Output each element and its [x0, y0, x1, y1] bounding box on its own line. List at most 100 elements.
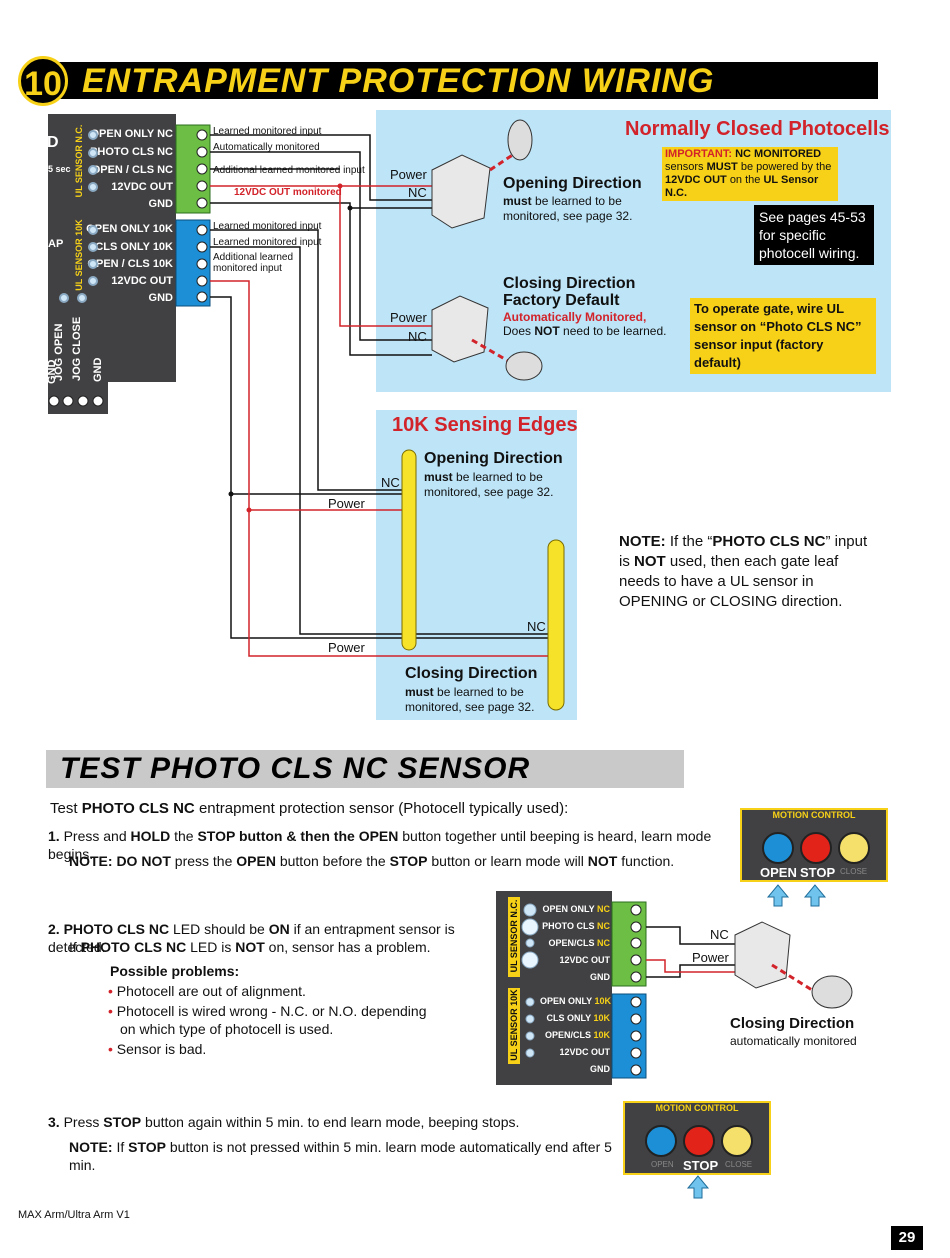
terminal-open-only-nc: OPEN ONLY NC [90, 128, 173, 140]
closing-auto-monitored: Automatically Monitored, [503, 310, 647, 324]
problem-2: • Photocell is wired wrong - N.C. or N.O… [108, 1002, 440, 1038]
wire-note-learned-1: Learned monitored input [213, 126, 322, 137]
problem-2-text: Photocell is wired wrong - N.C. or N.O. … [116, 1003, 427, 1037]
wire-note-additional-2: Additional learned monitored input [213, 252, 294, 274]
small-nc-row-name: OPEN ONLY [542, 904, 595, 914]
closing-not-learned: Does NOT need to be learned. [503, 324, 666, 339]
terminal-gnd-2: GND [148, 292, 173, 304]
side-note-t1: If the “ [669, 533, 713, 550]
small-10k-row-suffix: 10K [593, 1013, 610, 1023]
note-3-stop: STOP [128, 1139, 166, 1155]
open-button-2[interactable] [645, 1125, 677, 1157]
step-2-d: LED is [190, 939, 232, 955]
section-header: 10 ENTRAPMENT PROTECTION WIRING [18, 56, 878, 106]
close-label-1: CLOSE [840, 867, 868, 876]
step-2-on: ON [268, 921, 290, 937]
edge-opening-text: must be learned to be monitored, see pag… [424, 470, 564, 500]
note-1-b: button before the [279, 853, 386, 869]
step-1: 1. Press and HOLD the STOP button & then… [48, 827, 738, 863]
wire-note-learned-3: Learned monitored input [213, 237, 322, 248]
terminal-12vdc-out: 12VDC OUT [111, 181, 173, 193]
step-2-not: NOT [235, 939, 265, 955]
led-cls-only-10k [88, 242, 98, 252]
edge-nc-label-2: NC [527, 619, 546, 634]
stop-button-2[interactable] [683, 1125, 715, 1157]
important-nc-monitored: NC MONITORED [735, 148, 822, 160]
nc-label-2: NC [408, 329, 427, 344]
note-1-label: NOTE: DO NOT [69, 853, 171, 869]
reflector-closing [505, 351, 543, 381]
photocell-opening [431, 154, 491, 229]
power-label-2: Power [390, 310, 427, 325]
step-3-number: 3. [48, 1114, 60, 1130]
important-on-the: on the [729, 174, 761, 186]
small-closing-sub: automatically monitored [730, 1034, 857, 1048]
test-intro-2: entrapment protection sensor (Photocell … [198, 800, 569, 817]
small-10k-row-4: 12VDC OUT [540, 1047, 610, 1057]
edge-power-label-1: Power [328, 496, 365, 511]
ul-nc-tag: UL SENSOR N.C. [72, 118, 86, 208]
bullet-1: • [108, 983, 113, 999]
small-nc-row-4: 12VDC OUT [540, 955, 610, 965]
closing-need-text: need to be learned. [563, 324, 667, 338]
terminal-cls-only-10k: CLS ONLY 10K [95, 241, 173, 253]
stop-label-1: STOP [800, 865, 836, 880]
small-nc-row-name: GND [590, 972, 610, 982]
step-1-b: the [174, 828, 194, 844]
led-12vdc-out-2 [88, 276, 98, 286]
small-10k-row-name: CLS ONLY [546, 1013, 591, 1023]
stop-button-1[interactable] [800, 832, 832, 864]
note-1-open: OPEN [236, 853, 276, 869]
small-nc-row-2: PHOTO CLS NC [540, 921, 610, 931]
note-1-a: press the [174, 853, 233, 869]
close-button-1[interactable] [838, 832, 870, 864]
opening-text: be learned to be monitored, see page 32. [503, 194, 633, 223]
edge-opening-must: must [424, 470, 453, 484]
edges-heading: 10K Sensing Edges [392, 414, 578, 436]
led-open-cls-nc [88, 165, 98, 175]
footer-model: MAX Arm/Ultra Arm V1 [18, 1209, 130, 1221]
led-open-cls-10k [88, 259, 98, 269]
led-jog-close [77, 293, 87, 303]
note-3: NOTE: If STOP button is not pressed with… [69, 1138, 629, 1174]
closing-direction-title: Closing Direction [503, 275, 636, 292]
small-10k-row-5: GND [540, 1064, 610, 1074]
note-3-a: If [116, 1139, 125, 1155]
note-1: NOTE: DO NOT press the OPEN button befor… [69, 852, 709, 870]
motion-control-title-1: MOTION CONTROL [772, 810, 856, 820]
step-1-c: button together until beeping is heard, … [48, 828, 712, 862]
note-1-d: function. [621, 853, 675, 869]
step-2-cont: If PHOTO CLS NC LED is NOT on, sensor ha… [69, 938, 499, 956]
small-10k-row-name: 12VDC OUT [559, 1047, 610, 1057]
photo-cls-side-note: NOTE: If the “PHOTO CLS NC” input is NOT… [619, 532, 869, 612]
header-band [52, 62, 878, 99]
small-10k-row-3: OPEN/CLS 10K [540, 1030, 610, 1040]
small-nc-row-3: OPEN/CLS NC [540, 938, 610, 948]
wire-note-learned-2: Learned monitored input [213, 221, 322, 232]
close-label-2: CLOSE [725, 1160, 753, 1169]
page-number: 29 [891, 1226, 923, 1250]
edge-closing-note: be learned to be monitored, see page 32. [405, 685, 535, 714]
wire-note-auto: Automatically monitored [213, 142, 320, 153]
small-nc-row-name: OPEN/CLS [548, 938, 595, 948]
side-note-photo: PHOTO CLS NC [712, 533, 826, 550]
note-3-b: button is not pressed within 5 min. lear… [69, 1139, 612, 1173]
close-button-2[interactable] [721, 1125, 753, 1157]
terminal-12vdc-out-2: 12VDC OUT [111, 275, 173, 287]
sensing-edge-closing [547, 539, 565, 711]
small-nc-row-suffix: NC [597, 904, 610, 914]
step-3: 3. Press STOP button again within 5 min.… [48, 1113, 628, 1131]
small-10k-row-suffix: 10K [594, 996, 612, 1006]
test-section-title: TEST PHOTO CLS NC SENSOR [60, 752, 531, 785]
operate-gate-note: To operate gate, wire UL sensor on “Phot… [690, 298, 876, 374]
edge-closing-text: must be learned to be monitored, see pag… [405, 685, 545, 715]
open-button-1[interactable] [762, 832, 794, 864]
motion-control-title-2: MOTION CONTROL [655, 1103, 739, 1113]
edge-closing-title: Closing Direction [405, 665, 538, 682]
important-note: IMPORTANT: NC MONITORED sensors MUST be … [662, 147, 838, 201]
test-intro-1: Test [50, 800, 78, 817]
edge-power-label-2: Power [328, 640, 365, 655]
edge-nc-label-1: NC [381, 475, 400, 490]
terminal-open-cls-nc: OPEN / CLS NC [91, 164, 173, 176]
note-1-stop: STOP [389, 853, 428, 869]
